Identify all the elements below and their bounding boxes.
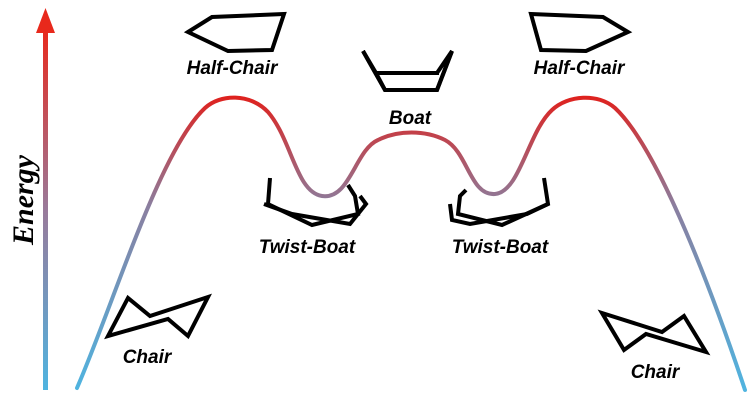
energy-axis [36, 8, 55, 390]
chair-left-label: Chair [123, 347, 173, 368]
arrow-up-icon [36, 8, 55, 33]
boat-label: Boat [389, 108, 432, 129]
twist-boat-left-icon [263, 177, 369, 228]
energy-curve [75, 95, 747, 392]
half-chair-left-icon [183, 11, 287, 54]
boat-icon [361, 49, 454, 92]
energy-axis-line [43, 28, 48, 390]
chair-right-icon [597, 309, 711, 356]
chair-left-icon [104, 293, 212, 340]
half-chair-left-label: Half-Chair [187, 58, 279, 79]
half-chair-right-icon [528, 11, 633, 54]
half-chair-right-label: Half-Chair [534, 58, 626, 79]
twist-boat-right-label: Twist-Boat [452, 237, 549, 258]
twist-boat-right-icon [448, 177, 551, 228]
twist-boat-left-label: Twist-Boat [259, 237, 356, 258]
energy-axis-label: Energy [7, 154, 40, 246]
chair-right-label: Chair [631, 362, 681, 383]
